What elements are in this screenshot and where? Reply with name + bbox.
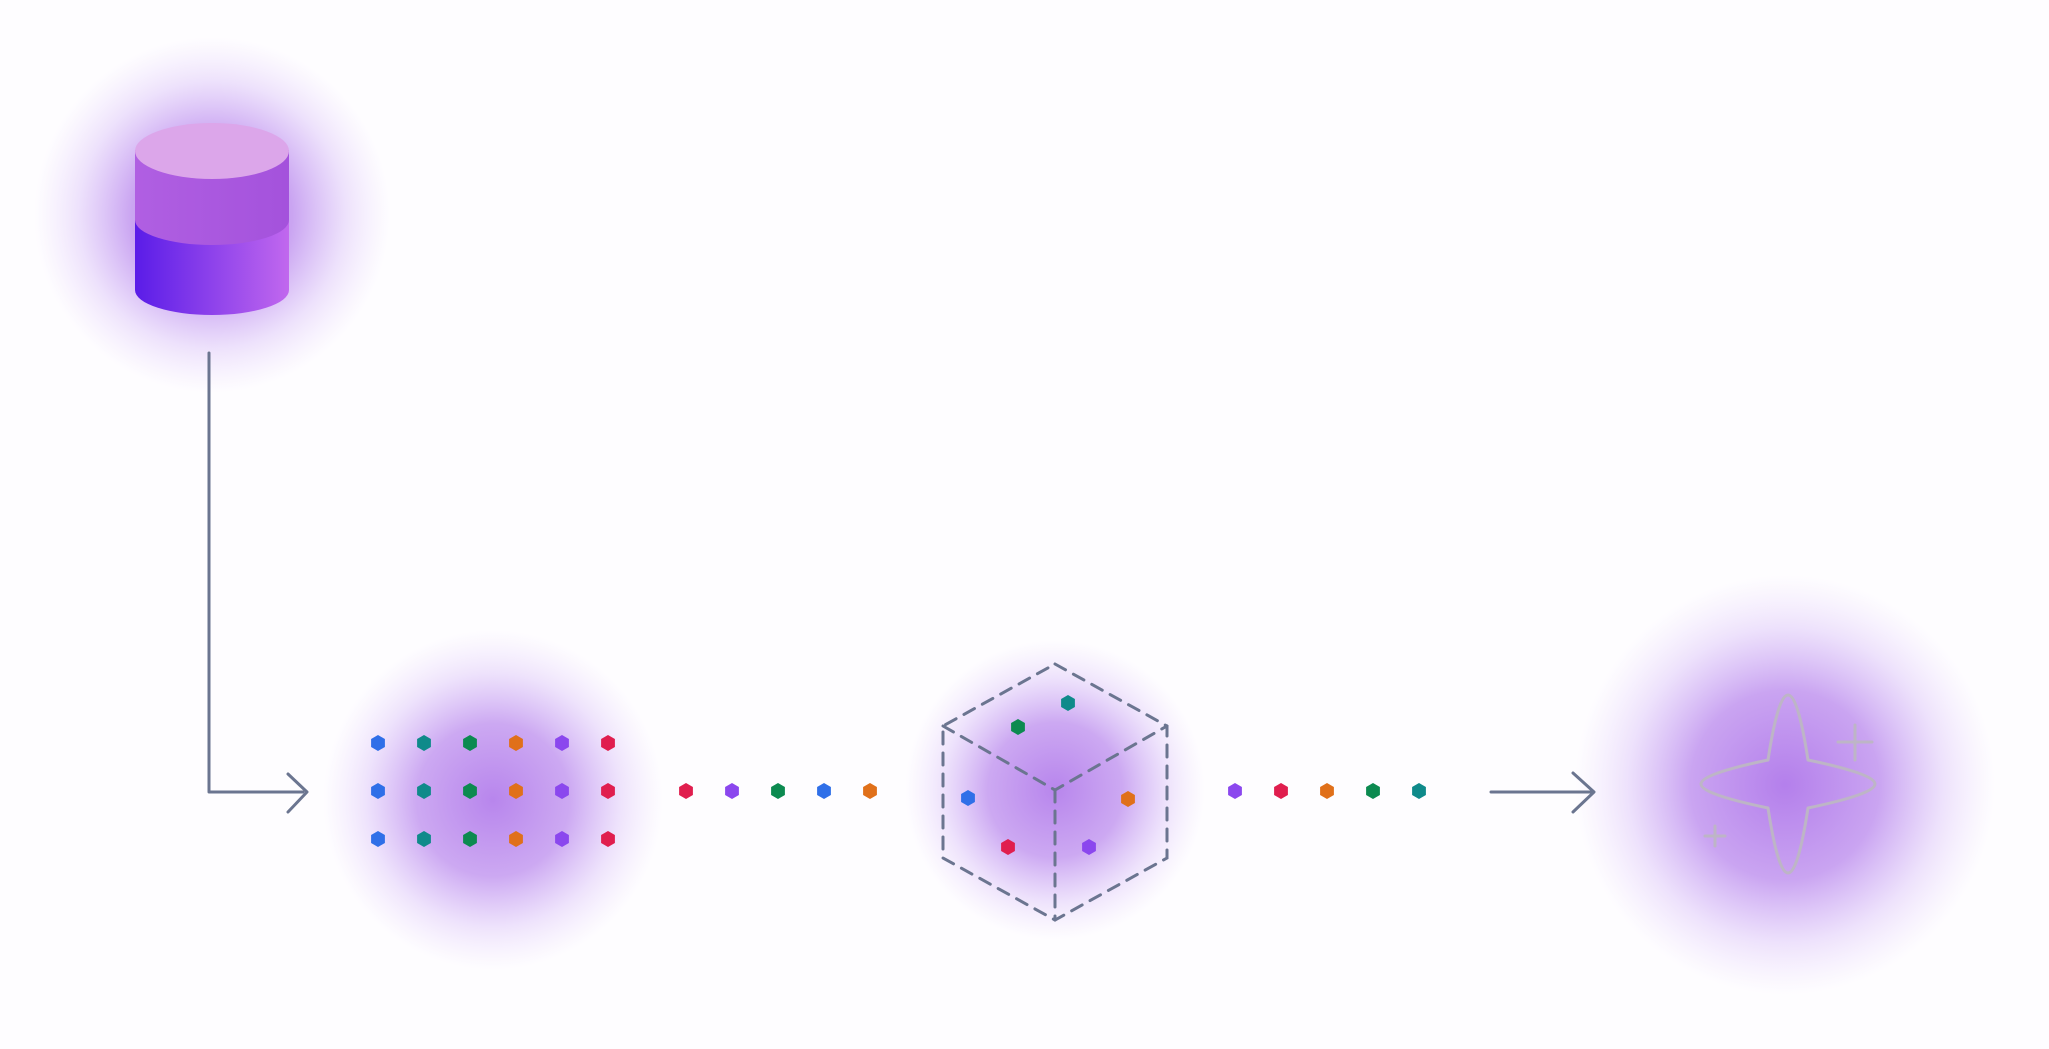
grid-dot [555, 783, 569, 799]
stream-in-dot [725, 783, 739, 799]
grid-dot [371, 783, 385, 799]
grid-dot [601, 735, 615, 751]
database-icon [135, 123, 289, 315]
stream-in-dot [863, 783, 877, 799]
stream-in-dot [817, 783, 831, 799]
grid-dot [371, 735, 385, 751]
stream-out-dot [1228, 783, 1242, 799]
cube-point-dot [1121, 791, 1135, 807]
sparkle-icon [1699, 693, 1877, 875]
cube-point-dot [1061, 695, 1075, 711]
stream-out-dot [1274, 783, 1288, 799]
grid-dot [417, 831, 431, 847]
grid-dot [417, 735, 431, 751]
sparkle-glow [1575, 575, 1995, 995]
grid-dot [555, 831, 569, 847]
cube-icon [941, 662, 1169, 922]
arrow-right-icon [286, 772, 309, 814]
grid-dot [555, 735, 569, 751]
stream-in-dot [771, 783, 785, 799]
grid-dot [601, 783, 615, 799]
grid-dot [509, 783, 523, 799]
output-arrow [1489, 771, 1596, 814]
arrow-right-icon [1571, 771, 1596, 814]
cube-point-dot [1001, 839, 1015, 855]
grid-dot [463, 831, 477, 847]
embedding-dots [371, 695, 1426, 855]
grid-dot [463, 735, 477, 751]
grid-dot [463, 783, 477, 799]
stream-out-dot [1412, 783, 1426, 799]
connector-line [207, 351, 309, 814]
grid-dot [509, 735, 523, 751]
cube-point-dot [961, 790, 975, 806]
stream-in-dot [679, 783, 693, 799]
stream-out-dot [1366, 783, 1380, 799]
cube-point-dot [1011, 719, 1025, 735]
grid-glow [323, 630, 663, 970]
grid-dot [417, 783, 431, 799]
grid-dot [601, 831, 615, 847]
cube-point-dot [1082, 839, 1096, 855]
grid-dot [509, 831, 523, 847]
grid-dot [371, 831, 385, 847]
stream-out-dot [1320, 783, 1334, 799]
